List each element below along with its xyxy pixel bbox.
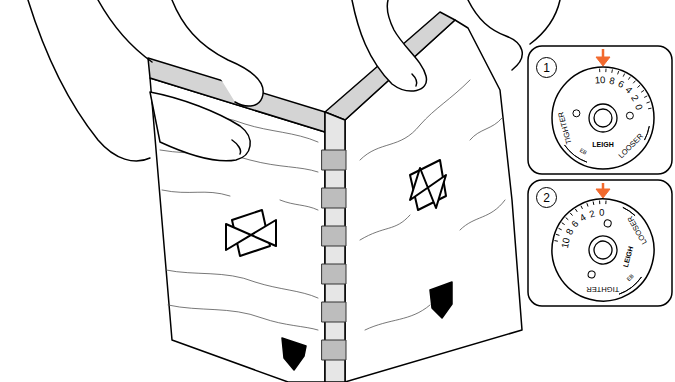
bowtie-mark	[410, 160, 446, 210]
callout-number: 1	[543, 62, 550, 74]
index-arrow	[596, 183, 610, 198]
dovetail-pins	[322, 150, 346, 360]
bowtie-mark	[226, 210, 276, 256]
left-hand	[28, 0, 263, 161]
scale-number: 10	[560, 237, 571, 249]
detail-panel	[528, 46, 672, 174]
scale-number: 0	[599, 207, 605, 217]
dial-face	[539, 186, 666, 313]
callout-number: 1	[536, 57, 557, 78]
callout-number: 2	[536, 187, 557, 208]
reference-mark	[430, 282, 452, 318]
brand-mark: LEIGH	[592, 141, 613, 148]
dial-label: TIGHTER	[587, 285, 620, 293]
adjuster-dial: 1086420TIGHTERLOOSERLEIGHEB	[539, 186, 666, 313]
callout-number: 2	[543, 192, 550, 204]
scale-number: 10	[595, 75, 606, 85]
adjuster-dial: 1086420TIGHTERLOOSERLEIGHEB	[551, 66, 655, 170]
index-arrow	[596, 49, 610, 66]
reference-mark	[282, 338, 306, 370]
